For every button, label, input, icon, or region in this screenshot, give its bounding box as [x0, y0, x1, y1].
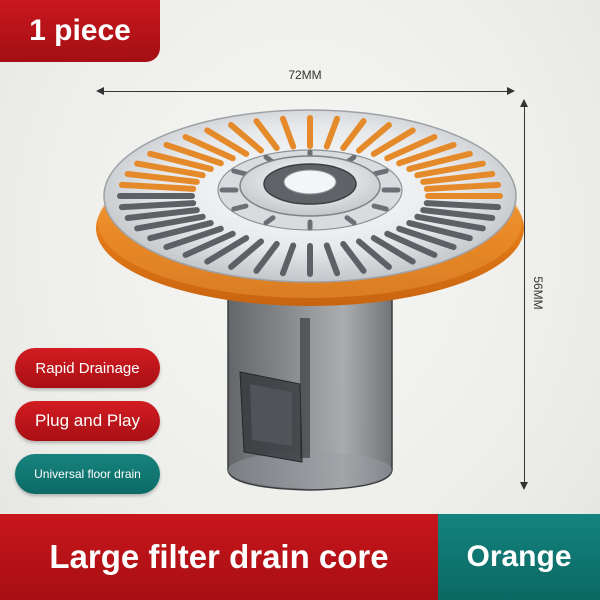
grate-slot: [228, 238, 264, 270]
grate-slot: [253, 240, 280, 274]
arrow-right-icon: [507, 87, 515, 95]
feature-plug-and-play: Plug and Play: [15, 401, 160, 441]
grate-slot: [420, 171, 496, 185]
grate-slot: [124, 207, 200, 221]
grate-slot: [163, 141, 224, 167]
hub-slot: [231, 168, 249, 177]
grate-slot: [279, 115, 297, 150]
hub-slot: [371, 168, 389, 177]
arrow-left-icon: [96, 87, 104, 95]
grate-slot: [279, 242, 297, 277]
grate-slot: [384, 230, 438, 258]
color-option-label: Orange: [438, 514, 600, 600]
grate-slot: [182, 134, 236, 162]
grate-slot: [147, 220, 214, 242]
grate-slot: [228, 122, 264, 154]
grate-slot: [118, 181, 197, 192]
grate-slots: [117, 115, 503, 277]
grate-slot: [356, 122, 392, 154]
grate-slot: [420, 207, 496, 221]
grate-slot: [396, 141, 457, 167]
grate-slot: [370, 235, 416, 265]
grate-slot: [147, 150, 214, 172]
grate-slot: [204, 235, 250, 265]
grate-slot: [414, 160, 486, 179]
width-dimension-line: [100, 91, 511, 92]
grate-slot: [118, 200, 197, 211]
grate-slot: [414, 213, 486, 232]
grate-slot: [124, 171, 200, 185]
height-dimension-line: [524, 103, 525, 486]
grate-slot: [182, 230, 236, 258]
hub-slot: [371, 203, 389, 212]
hub-slot: [231, 203, 249, 212]
grate-slot: [356, 238, 392, 270]
grate-slot: [406, 150, 473, 172]
grate-slot: [134, 160, 206, 179]
grate-slot: [423, 181, 502, 192]
feature-universal-floor-drain: Universal floor drain: [15, 454, 160, 494]
grate-center-cap: [283, 169, 337, 195]
arrow-down-icon: [520, 482, 528, 490]
grate-slot: [323, 115, 341, 150]
feature-rapid-drainage: Rapid Drainage: [15, 348, 160, 388]
grate-slot: [370, 127, 416, 157]
product-title: Large filter drain core: [0, 514, 438, 600]
grate-slot: [384, 134, 438, 162]
grate-slot: [204, 127, 250, 157]
hub-slot: [263, 215, 276, 226]
grate-slot: [253, 118, 280, 152]
arrow-up-icon: [520, 99, 528, 107]
grate-slot: [163, 225, 224, 251]
bottom-banner: Large filter drain core Orange: [0, 514, 600, 600]
grate-slot: [396, 225, 457, 251]
grate-slot: [340, 118, 367, 152]
grate-slot: [340, 240, 367, 274]
grate-slot: [406, 220, 473, 242]
quantity-badge: 1 piece: [0, 0, 160, 62]
grate-slot: [323, 242, 341, 277]
grate-slot: [423, 200, 502, 211]
hub-slot: [344, 215, 357, 226]
width-dimension-label: 72MM: [288, 68, 322, 82]
grate-slot: [134, 213, 206, 232]
